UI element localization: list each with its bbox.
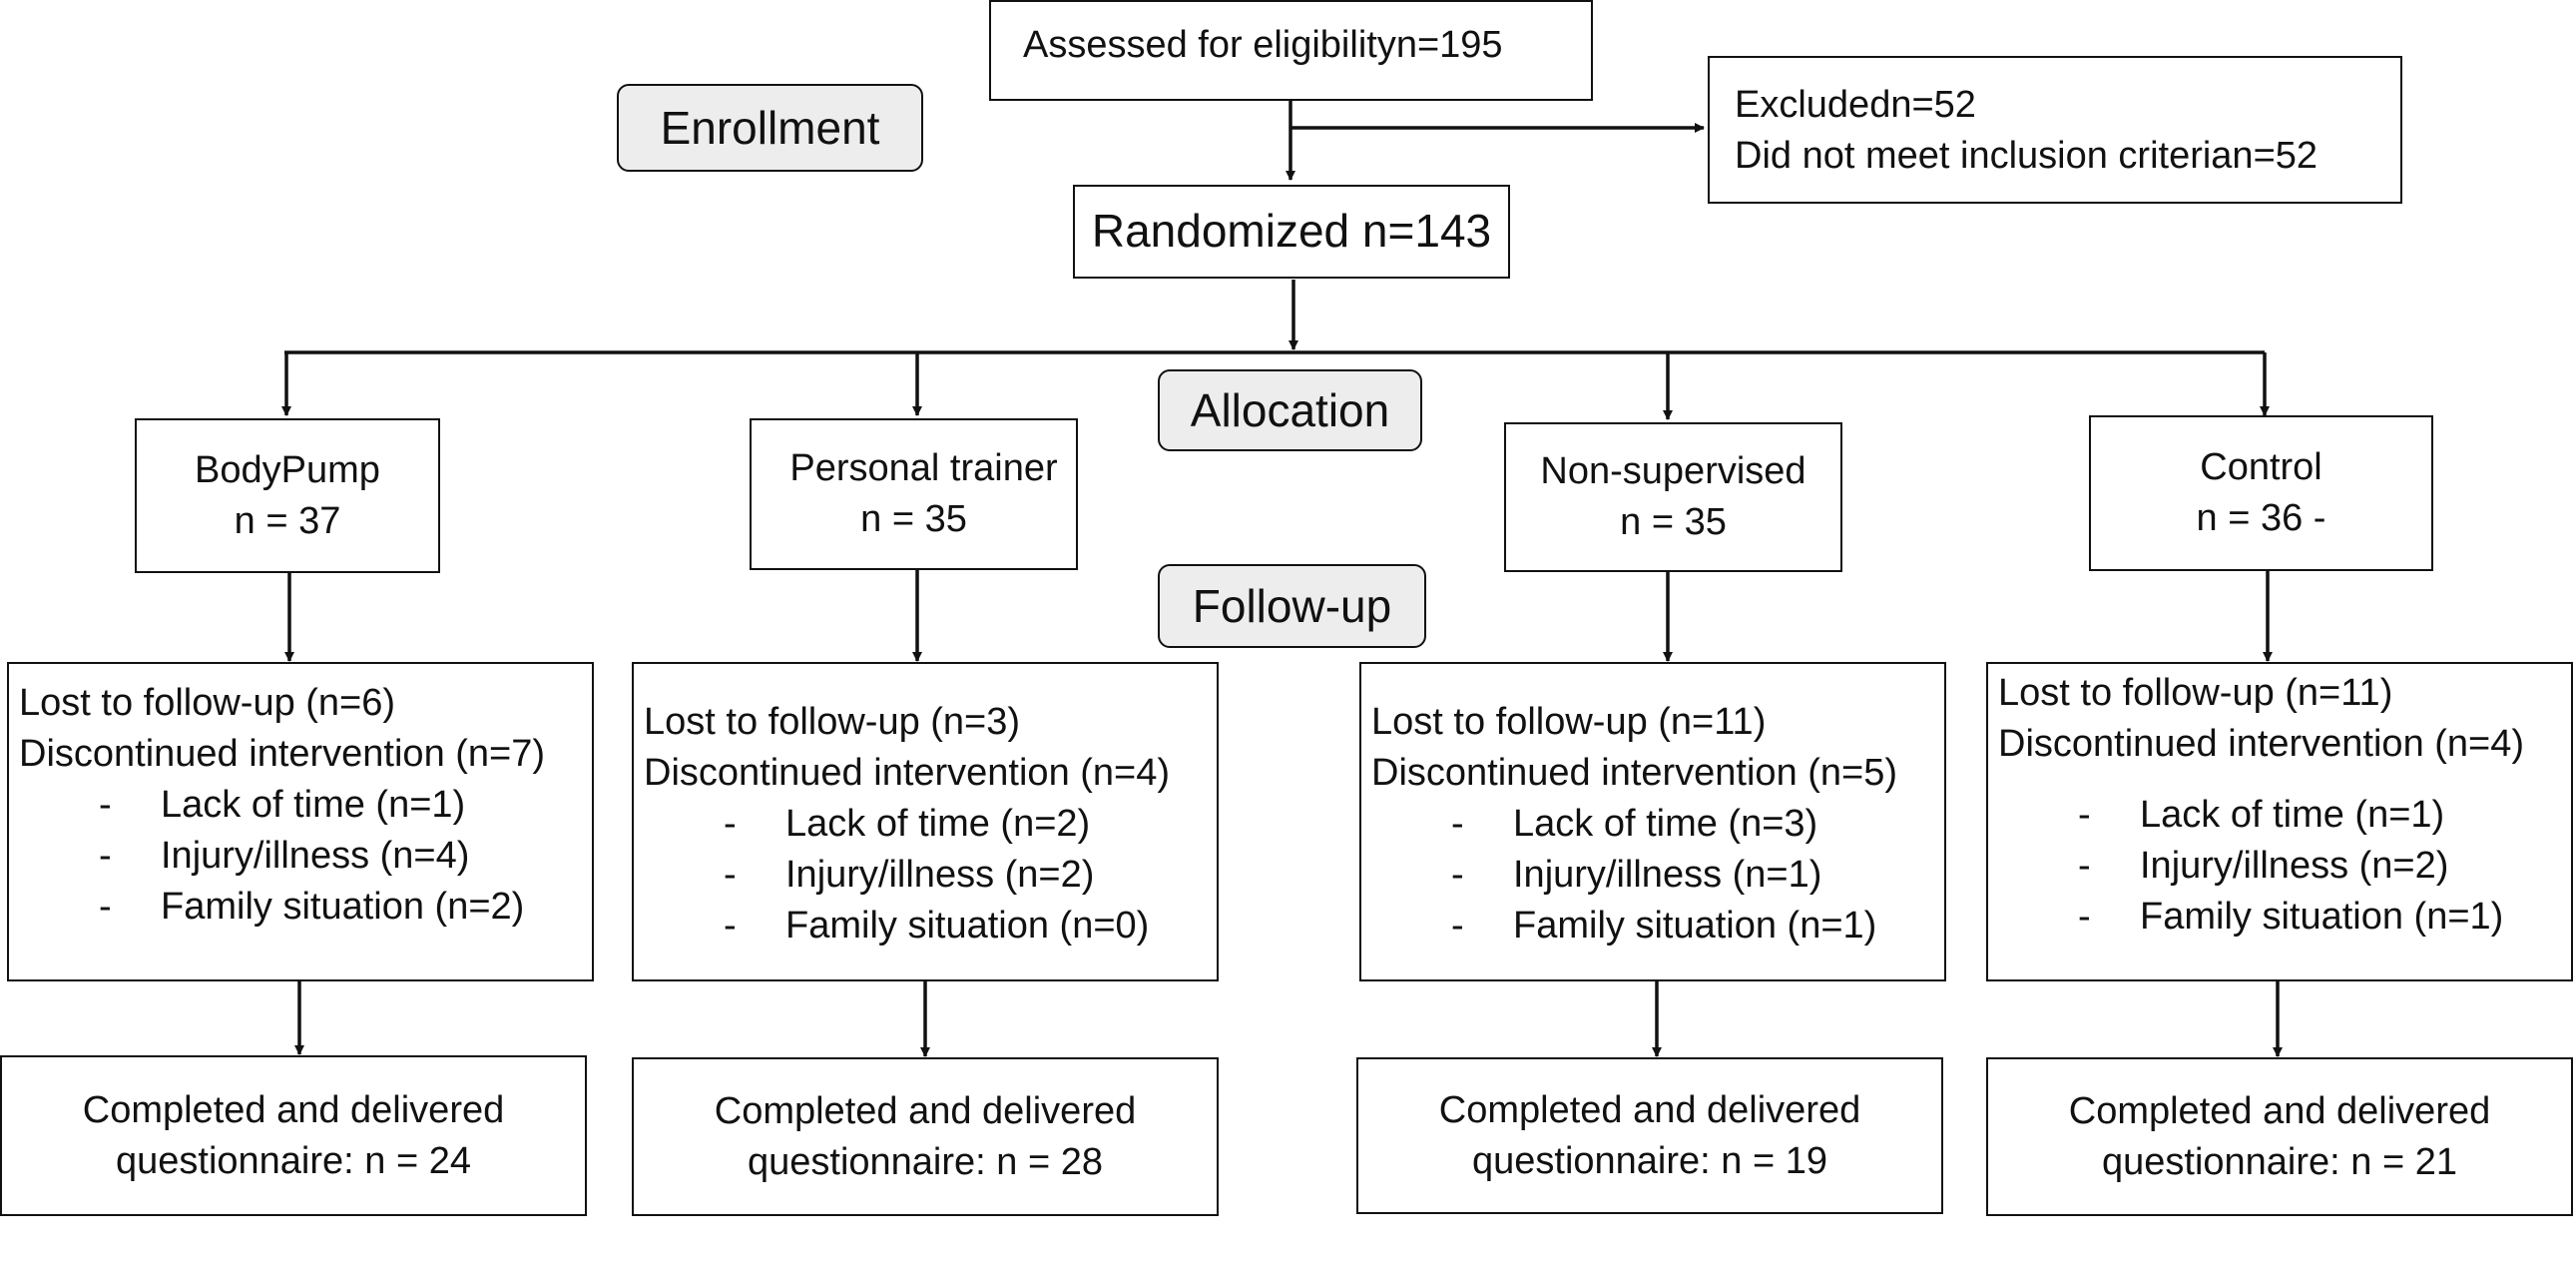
reason-item: -Injury/illness (n=1) [1451,853,1822,896]
reason-item: -Family situation (n=0) [724,904,1150,947]
group-box-non-supervised: Non-supervised n = 35 [1504,422,1842,572]
group-count: n = 37 [234,499,341,542]
assessed-text: Assessed for eligibilityn=195 [1023,24,1503,66]
group-box-control: Control n = 36 - [2089,415,2433,571]
reason-item: -Family situation (n=1) [1451,904,1877,947]
lost-to-followup: Lost to follow-up (n=3) [644,701,1021,743]
discontinued-intervention: Discontinued intervention (n=7) [19,732,546,775]
group-name: Non-supervised [1540,450,1806,493]
completed-box-bodypump: Completed and delivered questionnaire: n… [0,1055,587,1216]
reason-item: -Injury/illness (n=2) [2078,844,2449,887]
followup-box-bodypump: Lost to follow-up (n=6) Discontinued int… [7,662,594,981]
completed-count: questionnaire: n = 19 [1472,1139,1827,1182]
stage-enrollment: Enrollment [617,84,923,172]
randomized-box: Randomized n=143 [1073,185,1510,279]
excluded-box: Excludedn=52 Did not meet inclusion crit… [1708,56,2402,204]
randomized-text: Randomized n=143 [1091,205,1492,258]
reason-item: -Family situation (n=2) [99,885,525,928]
completed-count: questionnaire: n = 28 [748,1140,1103,1183]
followup-box-personal-trainer: Lost to follow-up (n=3) Discontinued int… [632,662,1219,981]
group-count: n = 36 - [2196,497,2326,539]
followup-box-non-supervised: Lost to follow-up (n=11) Discontinued in… [1359,662,1946,981]
completed-box-personal-trainer: Completed and delivered questionnaire: n… [632,1057,1219,1216]
reason-item: -Lack of time (n=1) [2078,793,2445,836]
reason-item: -Lack of time (n=2) [724,802,1091,845]
group-count: n = 35 [860,498,967,540]
completed-box-non-supervised: Completed and delivered questionnaire: n… [1356,1057,1943,1214]
discontinued-intervention: Discontinued intervention (n=4) [644,751,1171,794]
group-box-personal-trainer: Personal trainer n = 35 [750,418,1078,570]
discontinued-intervention: Discontinued intervention (n=5) [1371,751,1898,794]
reason-item: -Family situation (n=1) [2078,895,2504,938]
excluded-reason: Did not meet inclusion criterian=52 [1735,134,2318,177]
group-box-bodypump: BodyPump n = 37 [135,418,440,573]
group-name: Personal trainer [789,447,1058,490]
group-count: n = 35 [1620,501,1727,543]
group-name: BodyPump [195,448,380,491]
completed-label: Completed and delivered [1438,1088,1861,1131]
lost-to-followup: Lost to follow-up (n=6) [19,682,396,724]
completed-label: Completed and delivered [2068,1089,2491,1132]
followup-box-control: Lost to follow-up (n=11) Discontinued in… [1986,662,2573,981]
completed-label: Completed and delivered [714,1089,1137,1132]
reason-item: -Lack of time (n=3) [1451,802,1818,845]
assessed-box: Assessed for eligibilityn=195 [989,0,1593,101]
discontinued-intervention: Discontinued intervention (n=4) [1998,722,2525,765]
lost-to-followup: Lost to follow-up (n=11) [1998,672,2393,714]
reason-item: -Injury/illness (n=2) [724,853,1095,896]
stage-allocation: Allocation [1158,369,1422,451]
stage-followup: Follow-up [1158,564,1426,648]
lost-to-followup: Lost to follow-up (n=11) [1371,701,1767,743]
completed-count: questionnaire: n = 24 [116,1139,471,1182]
completed-count: questionnaire: n = 21 [2102,1140,2457,1183]
reason-item: -Lack of time (n=1) [99,783,466,826]
reason-item: -Injury/illness (n=4) [99,834,470,877]
completed-label: Completed and delivered [82,1088,505,1131]
completed-box-control: Completed and delivered questionnaire: n… [1986,1057,2573,1216]
group-name: Control [2200,446,2322,489]
excluded-count: Excludedn=52 [1735,84,1976,126]
